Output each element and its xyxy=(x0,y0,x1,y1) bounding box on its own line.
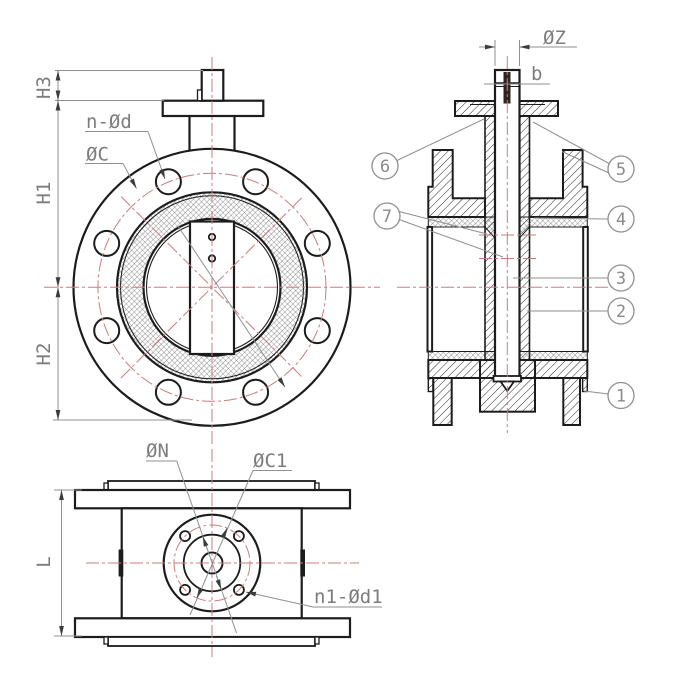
balloon-3 xyxy=(607,264,635,292)
balloon-1 xyxy=(607,381,635,410)
foot-right xyxy=(562,377,581,426)
section-view xyxy=(426,68,589,426)
upper-body-left xyxy=(427,149,486,218)
dimensions xyxy=(53,40,610,637)
lower-lip-right xyxy=(581,377,588,393)
disc-hub-left xyxy=(484,115,496,361)
labels: H3 H1 H2 n-Ød ØC ØZ b ØN ØC1 n1-Ød1 L xyxy=(33,27,566,608)
label-n1-od1: n1-Ød1 xyxy=(314,586,383,608)
label-h2: H2 xyxy=(33,343,55,366)
leader-oc xyxy=(122,163,137,189)
dim-oc-diagonal xyxy=(177,225,286,388)
front-bolt-holes xyxy=(93,168,331,406)
bottom-face-tab-left xyxy=(103,636,109,645)
label-oc1: ØC1 xyxy=(253,450,287,472)
label-l: L xyxy=(33,556,55,567)
balloon-3-number: 3 xyxy=(616,269,626,289)
balloon-4 xyxy=(607,205,635,233)
actuator-plate-right xyxy=(518,100,559,117)
body-wall-right xyxy=(582,226,589,353)
label-h1: H1 xyxy=(33,182,55,205)
lower-lip-left xyxy=(427,377,434,393)
actuator-plate-front xyxy=(161,99,265,118)
balloon-6 xyxy=(371,152,399,180)
stem-tab-front xyxy=(196,89,203,102)
balloon-2 xyxy=(607,297,635,325)
label-n-od: n-Ød xyxy=(86,111,132,133)
label-on: ØN xyxy=(146,440,169,462)
label-h3: H3 xyxy=(33,76,55,99)
label-oc: ØC xyxy=(86,144,109,166)
pad-bolt-circle-centerline xyxy=(173,524,251,602)
disc-hub-right xyxy=(518,115,531,361)
bottom-face-tab-right xyxy=(314,636,320,645)
balloon-5 xyxy=(607,155,635,183)
leader-n-od xyxy=(147,131,166,180)
balloon-7-number: 7 xyxy=(382,207,392,227)
balloon-6-number: 6 xyxy=(380,157,390,177)
balloon-7 xyxy=(373,202,401,230)
bolt-circle-centerline xyxy=(97,172,327,402)
leader-n1-od1 xyxy=(245,591,314,608)
balloon-1-number: 1 xyxy=(616,387,626,407)
balloon-5-number: 5 xyxy=(616,160,626,180)
callout-balloons: 1 2 3 4 5 6 7 xyxy=(371,152,635,410)
upper-body-right xyxy=(528,149,589,218)
foot-left xyxy=(432,377,453,426)
body-wall-left xyxy=(426,226,434,353)
label-oz: ØZ xyxy=(543,27,566,49)
balloon-2-number: 2 xyxy=(616,302,626,322)
label-b: b xyxy=(531,63,542,85)
centerlines xyxy=(44,56,614,657)
actuator-plate-left xyxy=(454,100,496,117)
balloon-4-number: 4 xyxy=(616,210,626,230)
